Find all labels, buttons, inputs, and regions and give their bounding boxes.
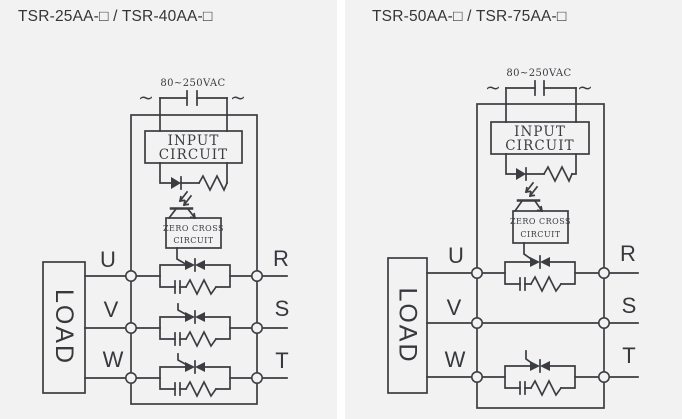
- triac-snubber-block: [504, 255, 576, 292]
- terminal-u: [125, 270, 138, 283]
- load-label: LOAD: [394, 287, 422, 363]
- terminal-label-s: S: [275, 296, 290, 321]
- input-drop-wires: [159, 97, 228, 132]
- control-input-section: 80~250VAC ~ ~: [138, 78, 246, 132]
- diagram-title-tsr-50-75: TSR-50AA-□ / TSR-75AA-□: [372, 8, 567, 25]
- control-voltage-label: 80~250VAC: [160, 78, 225, 89]
- terminal-w: [471, 370, 484, 383]
- input-circuit-box: INPUT CIRCUIT: [490, 121, 590, 155]
- input-circuit-label-1: INPUT: [168, 133, 220, 149]
- input-drop-wires: [505, 87, 577, 123]
- phototransistor-icon: [513, 199, 544, 213]
- input-circuit-label-1: INPUT: [514, 124, 566, 140]
- zero-cross-box: ZERO CROSS CIRCUIT: [163, 217, 224, 249]
- panel-right-diagram: [345, 0, 682, 419]
- load-box: LOAD: [42, 261, 86, 394]
- terminal-label-w: W: [445, 347, 466, 372]
- terminal-label-s: S: [622, 293, 637, 318]
- ac-symbol-right: ~: [577, 77, 593, 99]
- input-circuit-label-2: CIRCUIT: [159, 147, 229, 163]
- gate-stub-phase-2: [177, 303, 189, 317]
- triac-snubber-block: [159, 360, 231, 397]
- zero-cross-label-1: ZERO CROSS: [163, 224, 224, 233]
- terminal-v: [471, 316, 484, 329]
- terminal-t: [251, 371, 264, 384]
- diagram-title-tsr-25-40: TSR-25AA-□ / TSR-40AA-□: [18, 8, 213, 25]
- terminal-u: [471, 267, 484, 280]
- led-resistor-branch: [159, 162, 229, 193]
- terminal-w: [125, 371, 138, 384]
- load-label: LOAD: [50, 289, 78, 365]
- triac-snubber-block: [159, 258, 231, 295]
- terminal-label-u: U: [448, 243, 464, 268]
- ssr-outline: [476, 103, 605, 409]
- led-icon: [516, 168, 526, 180]
- control-voltage-label: 80~250VAC: [506, 68, 571, 79]
- zero-cross-box: ZERO CROSS CIRCUIT: [510, 210, 571, 244]
- control-input-section: 80~250VAC ~ ~: [485, 68, 593, 123]
- resistor-icon: [197, 174, 229, 193]
- terminal-r: [597, 267, 610, 280]
- resistor-icon: [542, 165, 574, 184]
- diagram-tsr-50-75: 80~250VAC ~ ~ INPUT CIRCUIT: [387, 68, 639, 409]
- terminal-label-u: U: [100, 247, 116, 272]
- zero-cross-label-2: CIRCUIT: [173, 236, 213, 245]
- panel-left-diagram: [0, 0, 337, 419]
- terminal-label-r: R: [620, 241, 636, 266]
- terminal-label-v: V: [447, 295, 462, 320]
- zero-cross-label-1: ZERO CROSS: [510, 217, 571, 226]
- input-circuit-box: INPUT CIRCUIT: [144, 130, 243, 164]
- gate-stub-phase-3: [177, 353, 189, 367]
- diagram-tsr-25-40: 80~250VAC ~ ~ INPUT CIRCUIT: [42, 78, 290, 405]
- led-icon: [171, 177, 181, 189]
- terminal-s: [597, 316, 610, 329]
- terminal-label-r: R: [273, 246, 289, 271]
- terminal-t: [597, 370, 610, 383]
- ac-symbol-right: ~: [230, 87, 246, 109]
- terminal-label-w: W: [103, 347, 124, 372]
- terminal-label-t: T: [275, 348, 288, 373]
- ac-symbol-left: ~: [485, 77, 501, 99]
- capacitor-icon: [186, 90, 198, 106]
- led-resistor-branch: [505, 153, 577, 184]
- load-box: LOAD: [387, 257, 428, 394]
- capacitor-icon: [534, 80, 545, 96]
- terminal-label-t: T: [622, 343, 635, 368]
- input-circuit-label-2: CIRCUIT: [505, 138, 575, 154]
- terminal-s: [251, 321, 264, 334]
- triac-snubber-block: [159, 310, 231, 347]
- terminal-label-v: V: [104, 297, 119, 322]
- light-rays-icon: [178, 190, 193, 207]
- terminal-r: [251, 270, 264, 283]
- phototransistor-icon: [167, 207, 197, 220]
- ssr-outline: [130, 114, 258, 405]
- triac-snubber-block: [504, 359, 576, 396]
- terminal-v: [125, 321, 138, 334]
- light-rays-icon: [524, 181, 539, 198]
- zero-cross-label-2: CIRCUIT: [520, 230, 560, 239]
- ac-symbol-left: ~: [138, 87, 154, 109]
